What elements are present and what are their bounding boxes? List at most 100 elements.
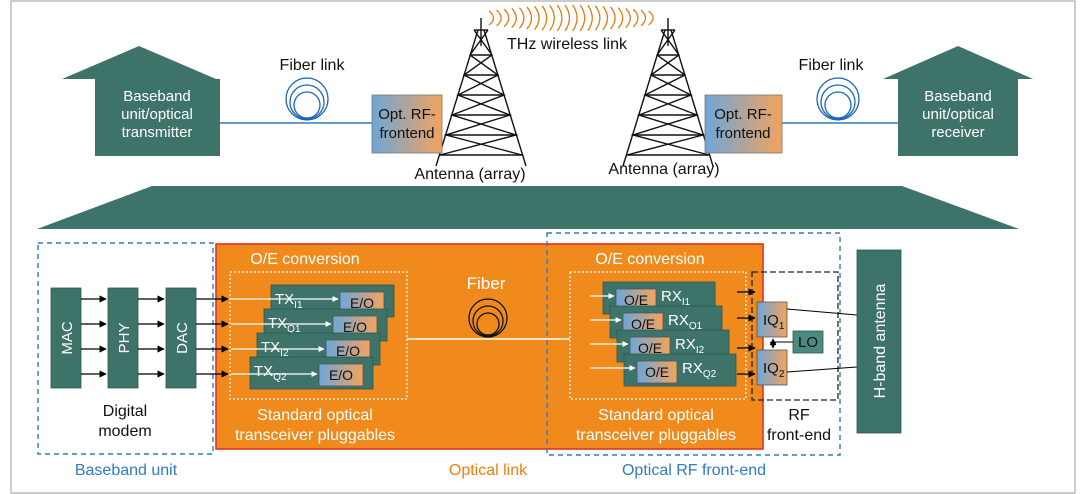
antenna-array-left-label: Antenna (array) (414, 166, 525, 183)
fiber-label: Fiber (467, 274, 506, 293)
thz-wave-arc (496, 9, 502, 27)
rx-subscript: I2 (696, 345, 705, 356)
rx-name: RX (668, 312, 689, 329)
lo-connections (769, 338, 793, 349)
pluggables-right-line-2: transceiver pluggables (576, 427, 736, 444)
thz-wave-arc (579, 4, 586, 32)
eo-label: E/O (329, 367, 353, 383)
lo-oscillator: LO (792, 330, 824, 354)
rx-module-label: RXQ2 (682, 360, 717, 380)
opt-rf-frontend-right: Opt. RF- frontend (704, 94, 783, 154)
digital-modem-line-2: modem (98, 423, 151, 440)
thz-wave-arc (564, 4, 571, 32)
pluggables-right-line-1: Standard optical (598, 407, 714, 424)
opt-rf-frontend-left-line-1: Opt. RF- (378, 106, 436, 123)
fiber-link-right-label: Fiber link (799, 57, 865, 74)
oe-cell (636, 360, 678, 384)
optical-rf-frontend-box (546, 232, 841, 456)
tx-module: TXQ2 E/O (231, 356, 374, 390)
eo-cell (318, 363, 364, 387)
oe-conversion-right-box (569, 271, 747, 400)
oe-conversion-left-box (229, 271, 408, 400)
rx-module: O/E RXQ2 (590, 353, 756, 387)
tx-subscript: Q2 (273, 372, 287, 383)
tx-module-label: TXQ2 (254, 363, 287, 383)
rx-module-label: RXI2 (675, 336, 705, 356)
thz-wave-arc (549, 5, 555, 31)
thz-wave-arc (534, 5, 540, 31)
antenna-array-right-label: Antenna (array) (608, 161, 719, 178)
dac-label: DAC (174, 322, 191, 354)
baseband-unit-label: Baseband unit (75, 462, 178, 479)
antenna-tower-right (622, 18, 714, 167)
thz-wave-arc (541, 5, 548, 31)
rx-unit-line-1: Baseband (924, 88, 992, 105)
rx-name: RX (682, 360, 703, 377)
thz-wave-arc (518, 7, 525, 29)
thz-wave-arc (526, 6, 533, 30)
rx-subscript: Q2 (703, 369, 717, 380)
thz-wave-arc (572, 4, 578, 32)
eo-label: E/O (336, 343, 360, 359)
phy-label: PHY (116, 323, 133, 354)
tx-module-label: TXI2 (261, 339, 289, 359)
modem-arrows (81, 295, 229, 378)
tx-name: TX (254, 363, 273, 380)
rx-module-label: RXQ1 (668, 312, 703, 332)
pluggables-left-line-2: transceiver pluggables (235, 427, 395, 444)
tx-subscript: I2 (280, 348, 289, 359)
optical-rf-frontend-label: Optical RF front-end (622, 462, 766, 479)
mac-block: MAC (50, 287, 82, 389)
svg-text:IQ1: IQ1 (763, 312, 785, 332)
iq1-label: IQ (763, 312, 779, 329)
thz-wave-arc (610, 6, 616, 30)
fiber-link-left: Fiber link (220, 57, 372, 124)
rx-subscript: Q1 (689, 321, 703, 332)
oe-conversion-left-label: O/E conversion (250, 251, 359, 268)
baseband-optical-receiver-house: Baseband unit/optical receiver (883, 46, 1033, 156)
opt-rf-frontend-right-line-1: Opt. RF- (714, 106, 772, 123)
fiber-coil (468, 298, 508, 338)
h-band-antenna-label: H-band antenna (872, 284, 889, 399)
digital-modem-line-1: Digital (103, 403, 147, 420)
iq2-label: IQ (763, 360, 779, 377)
tx-unit-line-1: Baseband (123, 88, 191, 105)
opt-rf-frontend-left-line-2: frontend (379, 125, 434, 142)
oe-label: O/E (645, 364, 669, 380)
tx-name: TX (261, 339, 280, 356)
iq1-mixer: IQ1 (756, 301, 788, 338)
rf-frontend-line-1: RF (788, 407, 810, 424)
thz-wave-arc (648, 10, 654, 26)
tx-unit-line-3: transmitter (122, 124, 193, 141)
oe-label: O/E (624, 292, 648, 308)
dac-block: DAC (165, 287, 197, 389)
zoom-trapezoid (37, 186, 1019, 229)
thz-wave-arc (640, 9, 647, 27)
thz-wireless-link-label: THz wireless link (507, 36, 628, 53)
oe-conversion-right-label: O/E conversion (595, 251, 704, 268)
optical-link-label: Optical link (449, 462, 528, 479)
eo-label: E/O (343, 319, 367, 335)
fiber-link-left-label: Fiber link (280, 57, 346, 74)
rx-name: RX (661, 288, 682, 305)
rx-unit-line-3: receiver (931, 124, 984, 141)
rx-name: RX (675, 336, 696, 353)
fiber-link-right: Fiber link (782, 57, 898, 124)
eo-label: E/O (350, 295, 374, 311)
mac-label: MAC (59, 321, 76, 355)
tx-subscript: Q1 (287, 324, 301, 335)
tx-unit-line-2: unit/optical (121, 106, 193, 123)
iq2-mixer: IQ2 (756, 349, 788, 386)
thz-wave-arc (594, 5, 601, 31)
antenna-tower-left (435, 18, 527, 167)
outer-frame (10, 0, 1076, 494)
thz-wave-arc (511, 7, 517, 29)
lo-label: LO (798, 334, 818, 351)
thz-wave-arc (556, 4, 563, 32)
rf-frontend-box (751, 271, 839, 401)
thz-wave-arc (625, 7, 631, 29)
thz-wave-arc (617, 7, 624, 29)
oe-label: O/E (638, 340, 662, 356)
